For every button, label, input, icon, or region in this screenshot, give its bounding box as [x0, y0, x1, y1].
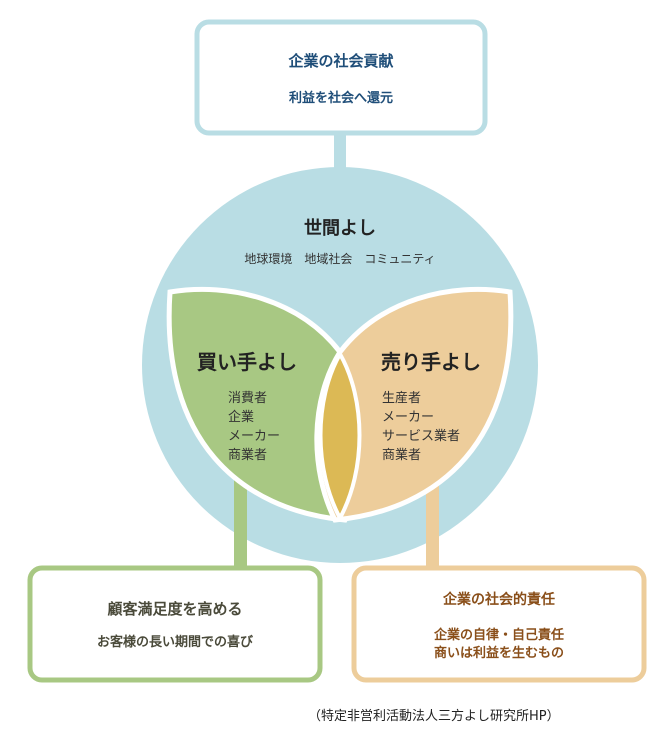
right-box — [351, 565, 647, 683]
left-box-line2: お客様の長い期間での喜び — [96, 635, 253, 650]
peach-stem — [426, 470, 439, 570]
seller-item: 商業者 — [382, 448, 422, 463]
seller-item: サービス業者 — [382, 429, 461, 444]
buyer-item: 商業者 — [228, 448, 268, 463]
circle-subtitle: 地球環境 地域社会 コミュニティ — [244, 252, 436, 266]
right-box-title: 企業の社会的責任 — [443, 592, 555, 608]
top-box — [194, 19, 488, 136]
buyer-title: 買い手よし — [197, 350, 297, 374]
circle-title: 世間よし — [304, 218, 376, 239]
seller-item: 生産者 — [382, 391, 422, 406]
top-box-title: 企業の社会貢献 — [288, 52, 394, 70]
right-box-line1: 企業の自律・自己責任 — [433, 628, 564, 643]
buyer-list: 消費者 企業 メーカー 商業者 — [228, 389, 280, 465]
right-box-line2: 商いは利益を生むもの — [433, 646, 564, 661]
seller-item: メーカー — [382, 410, 435, 425]
seller-list: 生産者 メーカー サービス業者 商業者 — [382, 389, 460, 465]
seller-title: 売り手よし — [381, 350, 481, 374]
buyer-item: メーカー — [228, 429, 281, 444]
left-box-line1: 顧客満足度を高める — [107, 600, 243, 618]
left-box — [27, 565, 323, 683]
source-caption: （特定非営利活動法人三方よし研究所HP） — [308, 709, 560, 724]
green-stem — [234, 470, 247, 570]
buyer-item: 企業 — [228, 410, 255, 425]
buyer-item: 消費者 — [228, 391, 268, 406]
top-box-subtitle: 利益を社会へ還元 — [288, 91, 393, 106]
overlap-lens — [318, 349, 362, 523]
seller-leaf — [314, 286, 514, 523]
